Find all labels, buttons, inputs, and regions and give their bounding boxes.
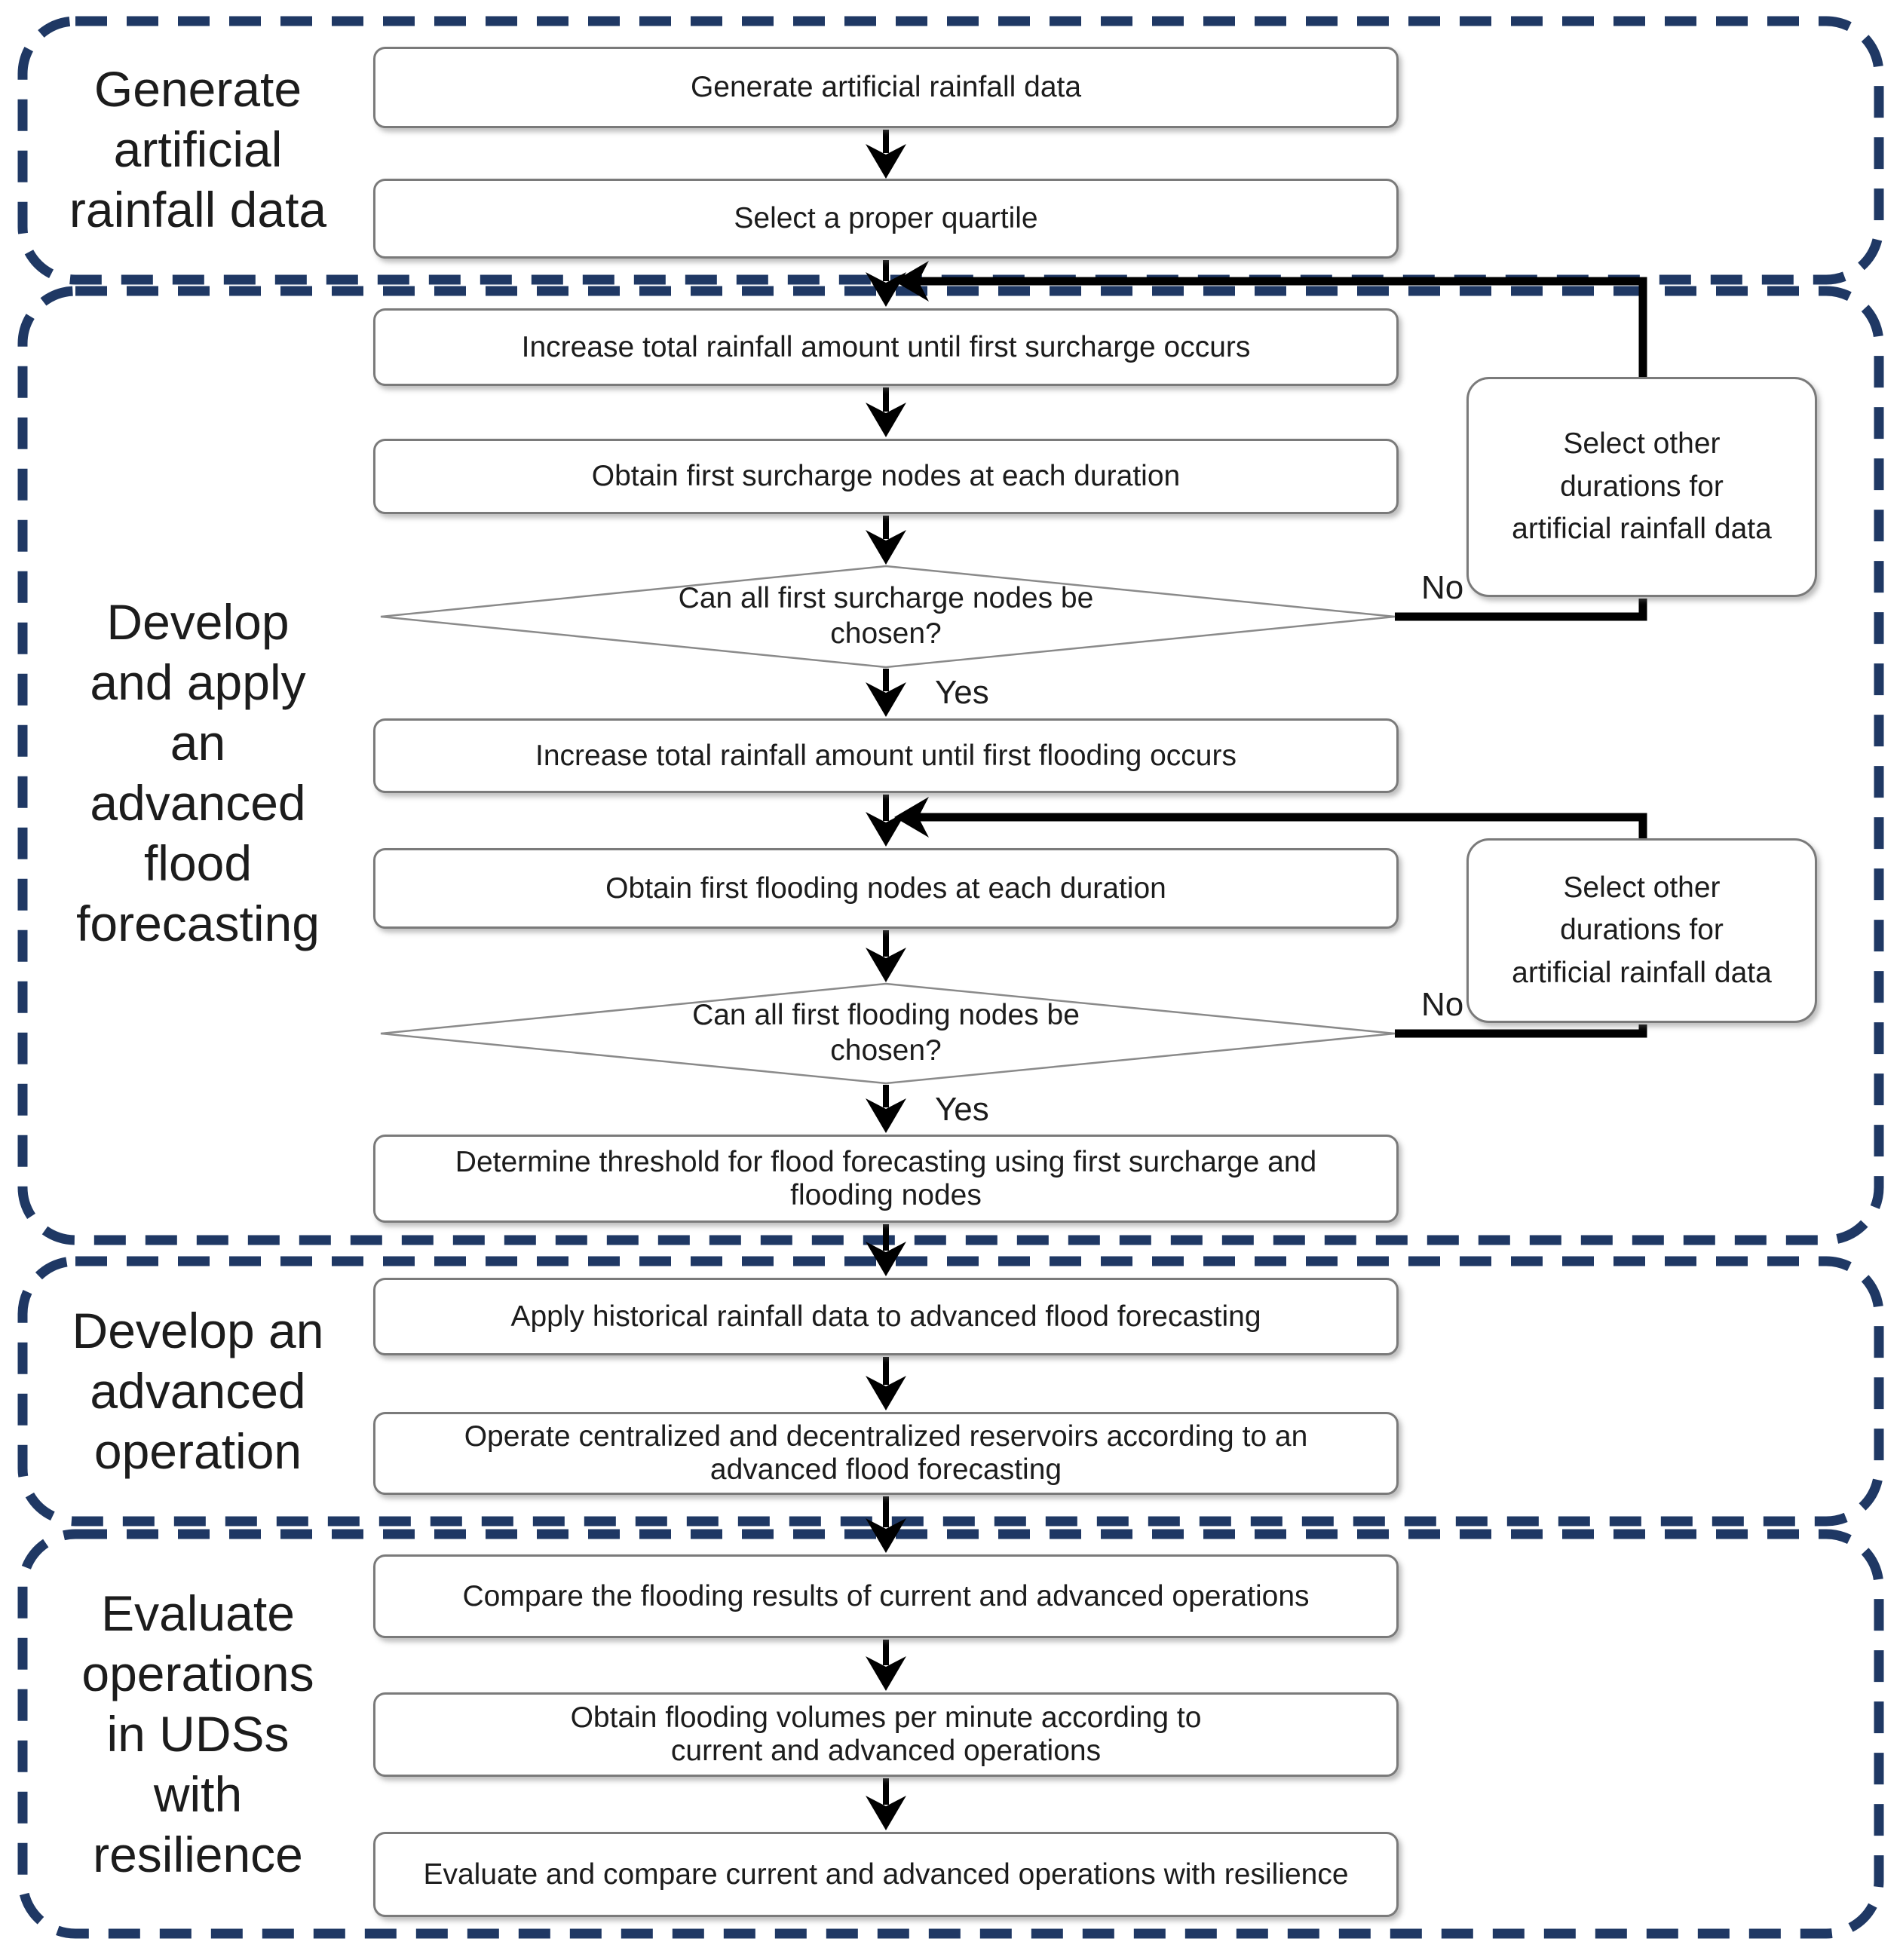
decision-diamond-flooding [380,982,1396,1085]
flow-box-increase-flooding: Increase total rainfall amount until fir… [373,718,1399,793]
flow-arrow-quartile-to-increase-surcharge [866,260,906,307]
flow-box-apply-historical: Apply historical rainfall data to advanc… [373,1278,1399,1355]
flow-box-evaluate-resilience-text: Evaluate and compare current and advance… [423,1857,1349,1891]
flow-arrow-determine-to-apply [866,1224,906,1276]
flow-box-operate-reservoirs: Operate centralized and decentralized re… [373,1412,1399,1495]
flow-box-compare-results: Compare the flooding results of current … [373,1554,1399,1638]
flow-arrow-obtain-surcharge-to-diamond1 [866,516,906,565]
flow-box-apply-historical-text: Apply historical rainfall data to advanc… [510,1300,1261,1333]
flow-box-generate-rainfall: Generate artificial rainfall data [373,47,1399,128]
yes-label-2: Yes [935,1091,989,1128]
flow-box-select-quartile: Select a proper quartile [373,179,1399,259]
flow-arrow-operate-to-compare [866,1496,906,1553]
flow-box-evaluate-resilience: Evaluate and compare current and advance… [373,1832,1399,1917]
yes-label-1: Yes [935,674,989,711]
flow-arrow-diamond1-yes [866,669,906,717]
no-label-2: No [1421,986,1464,1023]
flow-box-operate-reservoirs-text: Operate centralized and decentralized re… [464,1420,1308,1486]
loop1-no-connector [1395,599,1647,621]
loop1-return-connector [915,277,1647,378]
loop2-return-arrowhead-icon [894,797,929,838]
flow-box-determine-threshold-text: Determine threshold for flood forecastin… [455,1145,1317,1211]
loop1-return-arrowhead-icon [894,261,929,302]
flow-box-obtain-flooding: Obtain first flooding nodes at each dura… [373,848,1399,929]
flow-box-generate-rainfall-text: Generate artificial rainfall data [690,71,1082,104]
flow-box-increase-flooding-text: Increase total rainfall amount until fir… [535,739,1237,772]
flow-box-obtain-surcharge-text: Obtain first surcharge nodes at each dur… [591,460,1181,493]
flow-box-obtain-surcharge: Obtain first surcharge nodes at each dur… [373,439,1399,514]
flow-arrow-obtain-flooding-to-diamond2 [866,930,906,982]
flow-box-flooding-volumes: Obtain flooding volumes per minute accor… [373,1692,1399,1777]
section-border-flood-forecasting [17,286,1884,1245]
flow-arrow-volumes-to-evaluate [866,1778,906,1830]
section-border-advanced-operation [17,1256,1884,1527]
flow-box-flooding-volumes-text: Obtain flooding volumes per minute accor… [570,1701,1202,1767]
flow-arrow-apply-to-operate [866,1357,906,1410]
flow-arrow-diamond2-yes [866,1085,906,1133]
loop2-no-connector [1395,1024,1647,1038]
flow-box-determine-threshold: Determine threshold for flood forecastin… [373,1135,1399,1223]
flow-box-increase-surcharge-text: Increase total rainfall amount until fir… [521,330,1251,363]
section-border-evaluate-operations [17,1529,1884,1939]
flow-arrow-increase-surcharge-to-obtain-surcharge [866,387,906,437]
flow-box-increase-surcharge: Increase total rainfall amount until fir… [373,308,1399,386]
flow-box-obtain-flooding-text: Obtain first flooding nodes at each dura… [605,871,1166,905]
flow-box-compare-results-text: Compare the flooding results of current … [462,1579,1310,1612]
flow-arrow-generate-to-quartile [866,130,906,179]
no-label-1: No [1421,569,1464,606]
flow-box-select-quartile-text: Select a proper quartile [734,202,1038,235]
flow-arrow-increase-flooding-to-obtain-flooding [866,795,906,847]
loop2-return-connector [915,813,1647,840]
decision-diamond-surcharge [380,565,1396,669]
flow-arrow-compare-to-volumes [866,1640,906,1691]
